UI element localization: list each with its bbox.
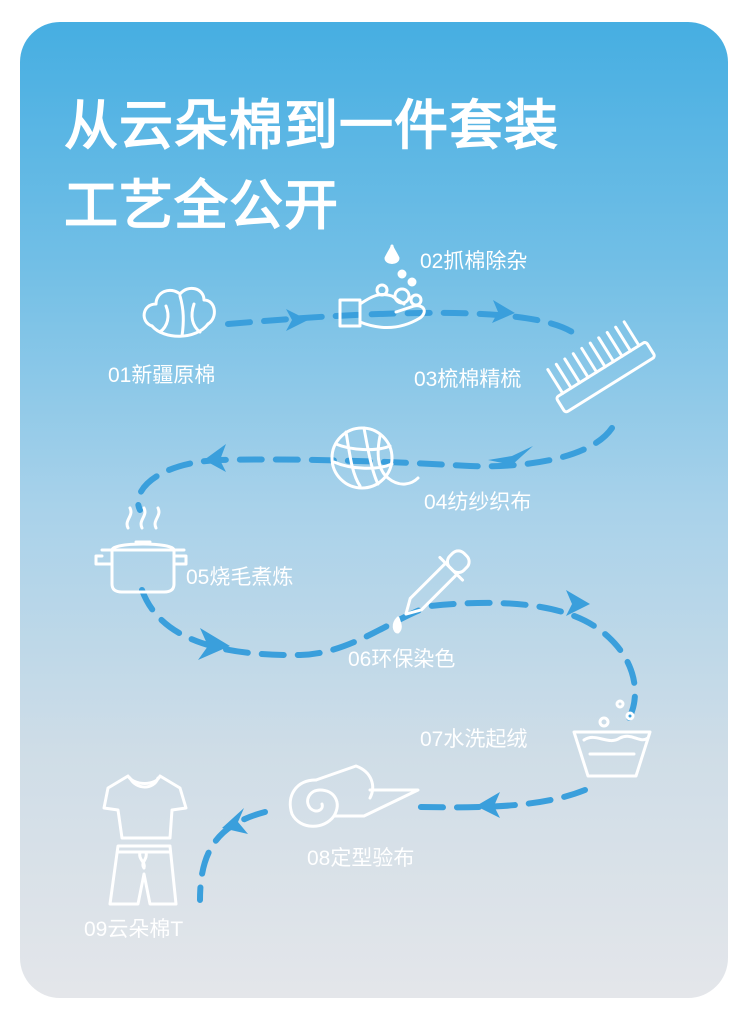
arrow-1 <box>286 309 308 331</box>
arrow-3 <box>488 446 533 465</box>
step-03-label: 03梳棉精梳 <box>414 368 522 391</box>
step-02-label: 02抓棉除杂 <box>420 250 528 273</box>
title-line-2: 工艺全公开 <box>64 176 339 236</box>
step-01-label: 01新疆原棉 <box>108 364 216 387</box>
cotton-boll-icon <box>142 286 216 338</box>
arrow-2 <box>492 300 515 323</box>
step-08-label: 08定型验布 <box>307 847 415 870</box>
arrow-5 <box>198 628 230 660</box>
dropper-icon <box>392 549 471 634</box>
step-07-label: 07水洗起绒 <box>420 728 528 751</box>
comb-icon <box>546 320 656 414</box>
wash-basin-icon <box>572 699 652 778</box>
hand-wash-icon <box>338 244 426 330</box>
arrow-7 <box>476 792 500 818</box>
cooking-pot-icon <box>94 506 188 594</box>
arrow-6 <box>566 590 590 616</box>
step-05-label: 05烧毛煮炼 <box>186 566 294 589</box>
process-path <box>135 309 638 903</box>
arrow-4 <box>204 444 226 472</box>
step-06-label: 06环保染色 <box>348 648 456 671</box>
step-04-label: 04纺纱织布 <box>424 491 532 514</box>
tshirt-shorts-icon <box>102 774 188 906</box>
step-09-label: 09云朵棉T <box>84 918 184 941</box>
title-line-1: 从云朵棉到一件套装 <box>64 96 559 156</box>
fabric-roll-icon <box>288 764 420 828</box>
yarn-ball-icon <box>330 426 420 490</box>
arrow-8 <box>222 808 248 834</box>
